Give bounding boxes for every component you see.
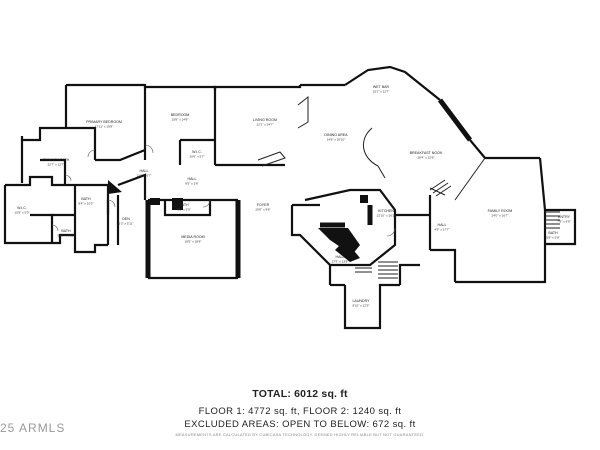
room-label: BATH <box>81 197 91 201</box>
room-dimension: 22'7" x 12'7" <box>48 163 65 167</box>
room-dimension: 8'10" x 12'9" <box>353 304 370 308</box>
room-dimension: 14'8" x 25'10" <box>327 138 346 142</box>
room-dimension: 22'1" x 24'7" <box>257 123 274 127</box>
room-label: W.I.C. <box>192 150 202 154</box>
room-label: HALL <box>336 255 345 259</box>
room-label: BREAKFAST NOOK <box>410 151 443 155</box>
room-label: WET BAR <box>373 85 390 89</box>
room-dimension: 18'5" x 18'8" <box>185 240 202 244</box>
room-label: FOYER <box>257 203 270 207</box>
excluded-areas: EXCLUDED AREAS: OPEN TO BELOW: 672 sq. f… <box>184 419 416 430</box>
room-label: BATH <box>61 229 71 233</box>
room-label: DEN <box>122 217 130 221</box>
room-dimension: 9'5" x 3'6" <box>185 182 199 186</box>
room-dimension: 4'9" x 17'7" <box>434 228 449 232</box>
room-dimension: 17'9" x 13'8" <box>332 260 349 264</box>
total-area: TOTAL: 6012 sq. ft <box>252 388 348 400</box>
room-label: PRIMARY BATH <box>43 158 70 162</box>
room-dimension: 6'1" x 5'5" <box>177 208 191 212</box>
listing-watermark: 25 ARMLS <box>0 421 66 435</box>
room-dimension: 24'0" x 16'7" <box>492 214 509 218</box>
room-dimension: 5'10" x 5'10" <box>58 234 75 238</box>
room-label: LAUNDRY <box>352 299 370 303</box>
stairs <box>355 179 560 279</box>
room-label: KITCHEN <box>378 209 394 213</box>
floor-areas: FLOOR 1: 4772 sq. ft, FLOOR 2: 1240 sq. … <box>198 406 402 417</box>
room-label: ENTRY <box>558 215 571 219</box>
room-dimension: 10'9" x 5'9" <box>14 211 29 215</box>
room-label: HALL <box>140 169 149 173</box>
room-dimension: 7'9" x 6'5" <box>557 220 571 224</box>
room-label: MEDIA ROOM <box>181 235 204 239</box>
room-dimension: 15'8" x 14'8" <box>172 118 189 122</box>
room-dimension: 13'0" x 6'7" <box>136 174 151 178</box>
room-dimension: 15'1" x 12'7" <box>373 90 390 94</box>
room-label: FAMILY ROOM <box>488 209 513 213</box>
room-label: LIVING ROOM <box>253 118 277 122</box>
room-dimension: 17'11" x 19'8" <box>95 125 113 129</box>
room-dimension: 22'10" x 16'1" <box>377 214 396 218</box>
room-label: DINING AREA <box>324 133 348 137</box>
room-dimension: 8'4" x 10'3" <box>78 202 93 206</box>
room-labels: PRIMARY BEDROOM 17'11" x 19'8" BEDROOM 1… <box>14 85 570 308</box>
interior-walls <box>30 87 547 267</box>
measurement-disclaimer: MEASUREMENTS ARE CALCULATED BY CUBICASA … <box>175 432 425 437</box>
room-label: BEDROOM <box>171 113 190 117</box>
room-dimension: 28'4" x 22'8" <box>418 156 435 160</box>
door-swings <box>51 144 396 237</box>
room-label: HALL <box>438 223 447 227</box>
room-label: HALL <box>188 177 197 181</box>
room-label: BATH <box>548 231 558 235</box>
room-dimension: 6'3" x 5'11" <box>118 222 133 226</box>
solid-fixtures <box>108 180 368 262</box>
room-label: W.I.C. <box>17 206 27 210</box>
room-dimension: 5'8" x 5'8" <box>546 236 560 240</box>
room-dimension: 10'6" x 5'7" <box>189 155 204 159</box>
exterior-walls <box>3 65 577 330</box>
room-label: BATH <box>179 203 189 207</box>
room-dimension: 20'0" x 9'6" <box>255 208 270 212</box>
room-label: PRIMARY BEDROOM <box>86 120 122 124</box>
